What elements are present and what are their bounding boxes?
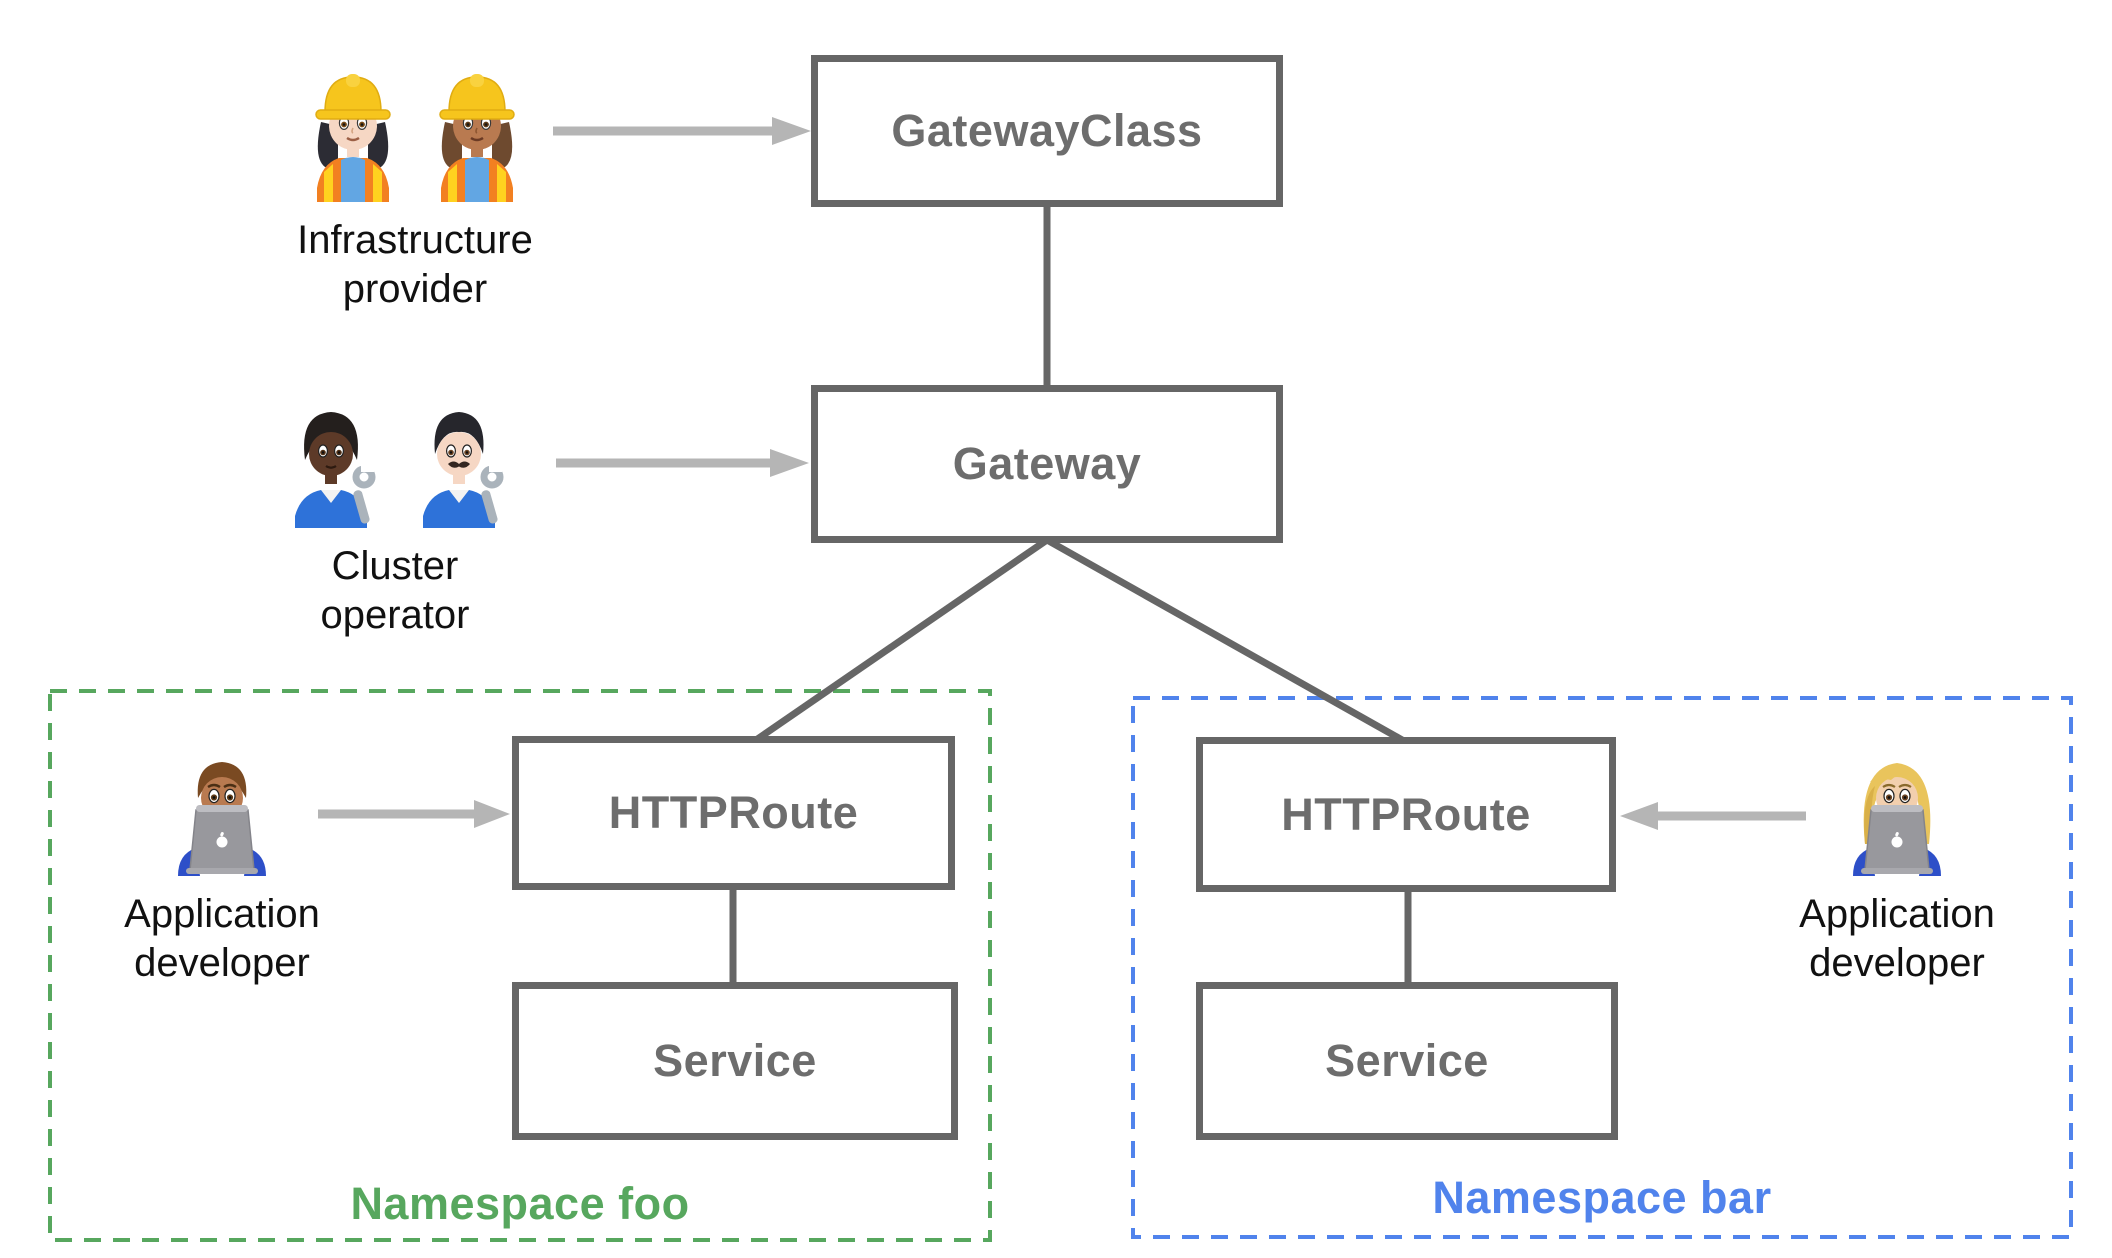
infrastructure-provider-icons <box>235 64 595 202</box>
app-developer-bar-arrow <box>1620 802 1806 830</box>
woman-technologist-icon <box>1853 763 1941 876</box>
service-foo-node-label: Service <box>653 1035 817 1086</box>
infrastructure-provider-persona: Infrastructure provider <box>235 64 595 314</box>
app-developer-bar-icons <box>1772 748 2022 876</box>
gateway-node: Gateway <box>811 385 1283 543</box>
gatewayclass-node: GatewayClass <box>811 55 1283 207</box>
cluster-operator-arrow <box>556 449 809 477</box>
gatewayclass-node-label: GatewayClass <box>891 105 1203 156</box>
woman-construction-worker-light-icon <box>315 74 391 202</box>
gateway-httproute-bar-connector <box>1045 536 1406 745</box>
gateway-httproute-foo-connector <box>754 537 1049 743</box>
service-foo-node: Service <box>512 982 958 1140</box>
man-technologist-icon <box>178 762 266 876</box>
woman-construction-worker-medium-icon <box>439 74 515 202</box>
app-developer-foo-persona: Application developer <box>97 748 347 988</box>
cluster-operator-persona: Cluster operator <box>210 400 580 640</box>
gateway-node-label: Gateway <box>952 438 1142 489</box>
infrastructure-provider-arrow <box>553 117 811 145</box>
app-developer-foo-label: Application developer <box>124 892 320 985</box>
cluster-operator-icons <box>210 400 580 528</box>
service-bar-node-label: Service <box>1325 1035 1489 1086</box>
namespace-foo-border <box>48 689 992 1242</box>
httproute-foo-node: HTTPRoute <box>512 736 955 890</box>
namespace-bar-border <box>1131 696 2073 1239</box>
cluster-operator-label: Cluster operator <box>320 544 470 637</box>
namespace-foo-label: Namespace foo <box>350 1178 690 1229</box>
infrastructure-provider-label: Infrastructure provider <box>297 218 533 311</box>
mechanic-dark-icon <box>295 412 376 528</box>
httproute-bar-node-label: HTTPRoute <box>1281 788 1531 840</box>
namespace-bar-label: Namespace bar <box>1432 1172 1772 1223</box>
service-bar-node: Service <box>1196 982 1618 1140</box>
app-developer-foo-icons <box>97 748 347 876</box>
app-developer-foo-arrow <box>318 800 510 828</box>
app-developer-bar-persona: Application developer <box>1772 748 2022 988</box>
httproute-bar-node: HTTPRoute <box>1196 737 1616 892</box>
man-mechanic-light-icon <box>423 412 504 528</box>
app-developer-bar-label: Application developer <box>1799 892 1995 985</box>
httproute-foo-node-label: HTTPRoute <box>608 787 859 838</box>
